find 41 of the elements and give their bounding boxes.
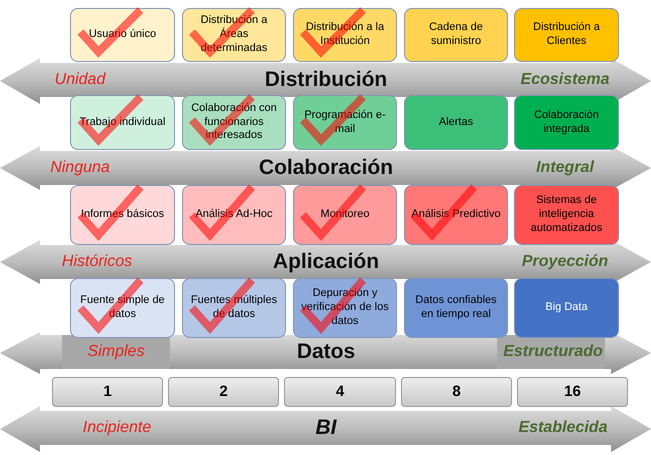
level-box: Colaboración con funcionarios interesados xyxy=(182,95,286,150)
double-arrow-band xyxy=(0,146,651,190)
start-label: Ninguna xyxy=(50,159,110,177)
band-title: Colaboración xyxy=(258,156,394,180)
band-title: BI xyxy=(316,416,336,440)
number-box: 4 xyxy=(284,377,396,407)
number-box: 1 xyxy=(52,377,163,407)
level-box: Distribución a la Institución xyxy=(293,8,397,62)
number-box: 8 xyxy=(401,377,512,407)
level-box: Monitoreo xyxy=(293,185,397,245)
start-label: Incipiente xyxy=(82,419,152,437)
band-title: Aplicación xyxy=(272,250,380,274)
end-label: Proyección xyxy=(522,253,608,271)
start-label: Simples xyxy=(88,343,144,361)
start-label: Históricos xyxy=(62,253,132,271)
level-box: Fuente simple de datos xyxy=(70,278,175,338)
end-label: Establecida xyxy=(518,419,608,437)
double-arrow-band xyxy=(0,332,651,374)
end-label: Integral xyxy=(536,159,594,177)
level-box: Datos confiables en tiempo real xyxy=(404,278,508,338)
level-box: Big Data xyxy=(514,278,619,338)
band-title: Distribución xyxy=(264,68,388,92)
level-box: Informes básicos xyxy=(70,185,175,245)
level-box: Alertas xyxy=(404,95,508,150)
level-box: Análisis Ad-Hoc xyxy=(182,185,286,245)
level-box: Distribución a Áreas determinadas xyxy=(182,8,286,62)
level-box: Distribución a Clientes xyxy=(514,8,619,62)
end-label: Ecosistema xyxy=(520,71,610,89)
double-arrow-band xyxy=(0,240,651,284)
double-arrow-band xyxy=(0,406,651,452)
level-box: Cadena de suministro xyxy=(404,8,508,62)
level-box: Depuración y verificación de los datos xyxy=(293,278,397,338)
end-label: Estructurado xyxy=(503,343,603,361)
level-box: Colaboración integrada xyxy=(514,95,619,150)
number-box: 16 xyxy=(517,377,628,407)
start-label: Unidad xyxy=(54,71,106,89)
level-box: Usuario único xyxy=(70,8,175,62)
level-box: Análisis Predictivo xyxy=(404,185,508,245)
number-box: 2 xyxy=(168,377,279,407)
level-box: Sistemas de inteligencia automatizados xyxy=(514,185,619,245)
band-title: Datos xyxy=(296,340,356,364)
